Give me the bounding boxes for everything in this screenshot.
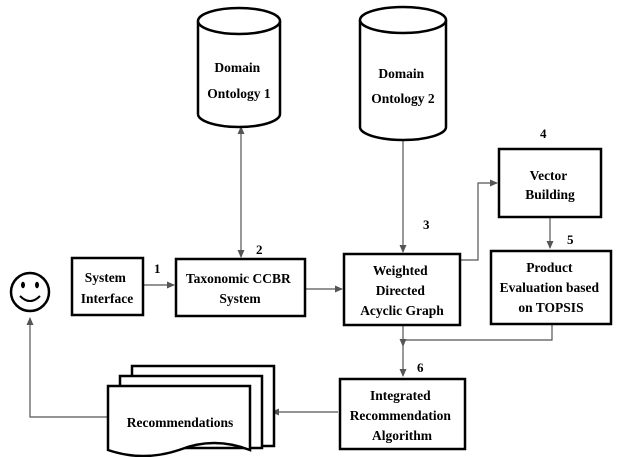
arrow-topsis-algorithm xyxy=(399,325,553,347)
topsis-box xyxy=(489,249,613,326)
arrow-recommendations-user xyxy=(26,317,108,418)
step-number-5: 5 xyxy=(567,232,574,247)
step-number-1: 1 xyxy=(154,261,161,276)
graph-box xyxy=(342,252,462,327)
recommendations-label: Recommendations xyxy=(127,415,234,430)
step-number-3: 3 xyxy=(423,217,430,232)
arrow-graph-vector xyxy=(460,179,498,261)
step-number-6: 6 xyxy=(417,360,424,375)
topsis-label: Product Evaluation based on TOPSIS xyxy=(500,260,603,315)
algorithm-label: Integrated Recommendation Algorithm xyxy=(350,388,455,443)
ontology2-label: Domain Ontology 2 xyxy=(371,66,435,106)
ontology1-cylinder xyxy=(196,6,282,129)
step-number-4: 4 xyxy=(540,126,547,141)
system-interface-label: System Interface xyxy=(81,270,133,306)
vector-building-box xyxy=(497,147,603,219)
step-number-2: 2 xyxy=(256,242,263,257)
graph-label: Weighted Directed Acyclic Graph xyxy=(360,263,444,318)
recommendations-documents xyxy=(106,364,276,457)
ontology1-label: Domain Ontology 1 xyxy=(207,60,271,101)
ccbr-label: Taxonomic CCBR System xyxy=(186,271,294,306)
system-interface-box xyxy=(70,256,145,317)
ccbr-box xyxy=(174,257,307,318)
algorithm-box xyxy=(338,377,467,451)
connectors xyxy=(26,126,554,418)
vector-building-label: Vector Building xyxy=(525,168,575,202)
smiley-face-icon xyxy=(9,271,51,313)
ontology2-cylinder xyxy=(358,5,448,142)
